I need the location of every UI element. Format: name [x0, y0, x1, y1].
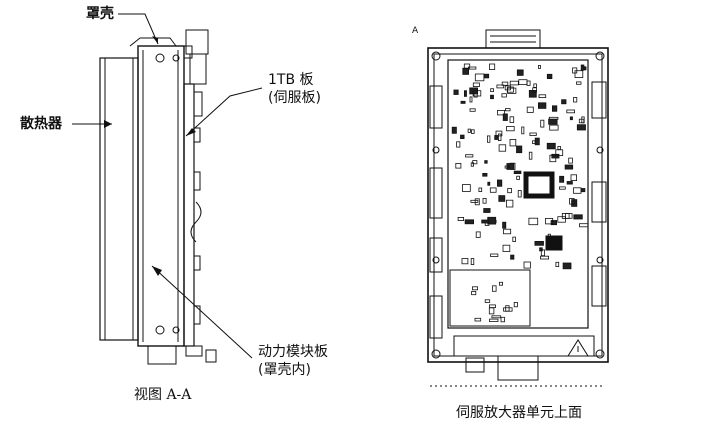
label-power-board: 动力模块板	[258, 344, 328, 360]
label-power-board-sub: (罩壳内)	[258, 362, 311, 378]
label-tb-board: 1TB 板	[268, 72, 314, 88]
label-tb-board-sub: (伺服板)	[268, 90, 321, 106]
caption-left: 视图 A-A	[134, 387, 192, 403]
label-cover: 罩壳	[86, 6, 114, 22]
cover-housing	[137, 45, 185, 347]
label-heatsink: 散热器	[20, 116, 62, 132]
side-view	[72, 13, 263, 365]
pcb-detail	[451, 63, 589, 323]
warning-triangle	[567, 339, 589, 357]
heatsink-body	[99, 57, 139, 341]
label-view-marker: A	[412, 26, 419, 36]
top-connector	[185, 29, 209, 55]
caption-right: 伺服放大器单元上面	[456, 405, 582, 421]
bottom-connector-block	[497, 355, 539, 381]
servo-board	[447, 59, 589, 329]
bottom-connector	[147, 345, 177, 365]
servo-board-edge	[183, 83, 195, 347]
top-view	[427, 29, 609, 387]
amplifier-frame	[427, 47, 609, 363]
top-connector-block	[485, 29, 541, 49]
